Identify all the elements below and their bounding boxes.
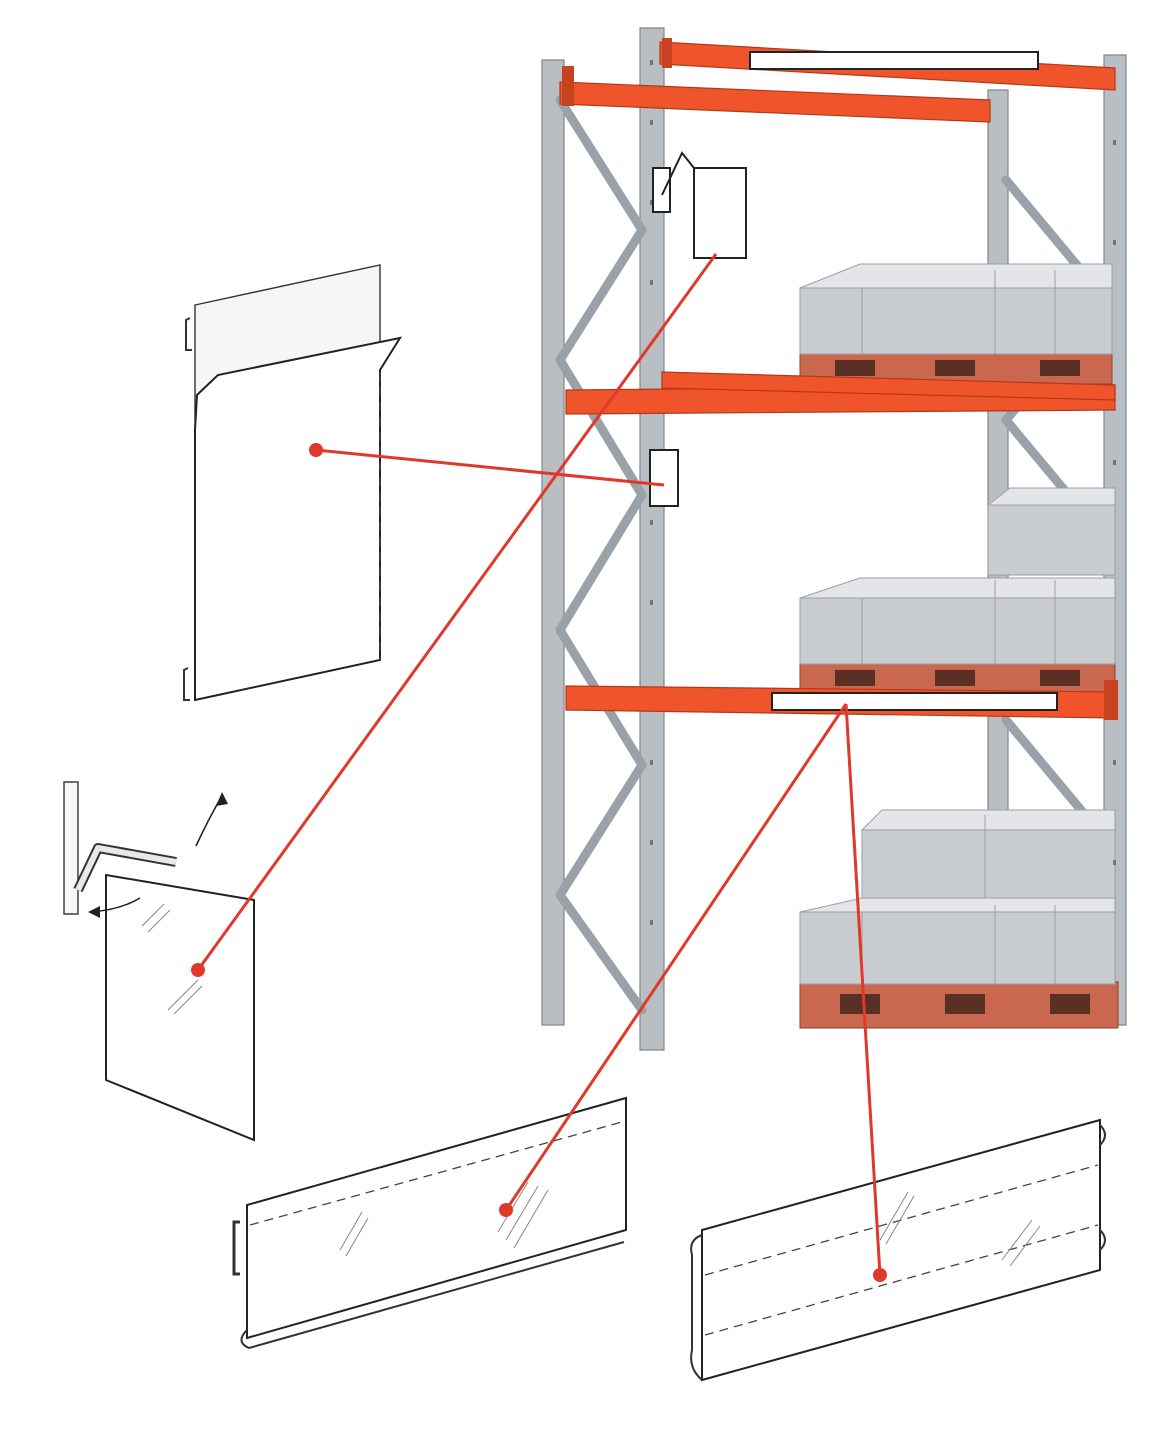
double-channel-label-holder (690, 1118, 1106, 1382)
rack-label-lower-beam (771, 692, 1058, 711)
rack-sign-hook-bracket (652, 167, 671, 213)
long-beam-label-holder (232, 1096, 627, 1350)
pallet-load-level-1 (799, 263, 1113, 385)
callout-flip-holder (191, 253, 718, 977)
rack-label-top-beam (749, 51, 1039, 70)
rack-sign-upright-hanging (693, 167, 747, 259)
callouts (191, 253, 887, 1282)
upright-perforations (650, 60, 1116, 925)
rack-beam-level-1 (565, 371, 1116, 415)
pocket-holder (183, 264, 403, 702)
callout-pocket-holder (309, 443, 665, 487)
pallet-load-level-2 (799, 577, 1116, 695)
callout-long-label-holder (499, 703, 848, 1217)
rack-sign-hook (661, 151, 695, 196)
rack-upright-rear-left (541, 59, 565, 1026)
pallet-load-level-2-top (986, 487, 1116, 576)
callout-double-channel-holder (844, 703, 887, 1282)
flip-holder-mount-plate (63, 781, 79, 915)
pallet-rack (541, 27, 1127, 1051)
rack-bracing-left (555, 95, 647, 1015)
rack-sign-upright-pocket (649, 449, 679, 507)
pallet-load-level-3 (799, 809, 1119, 1029)
hinged-flip-holder (63, 781, 255, 1142)
